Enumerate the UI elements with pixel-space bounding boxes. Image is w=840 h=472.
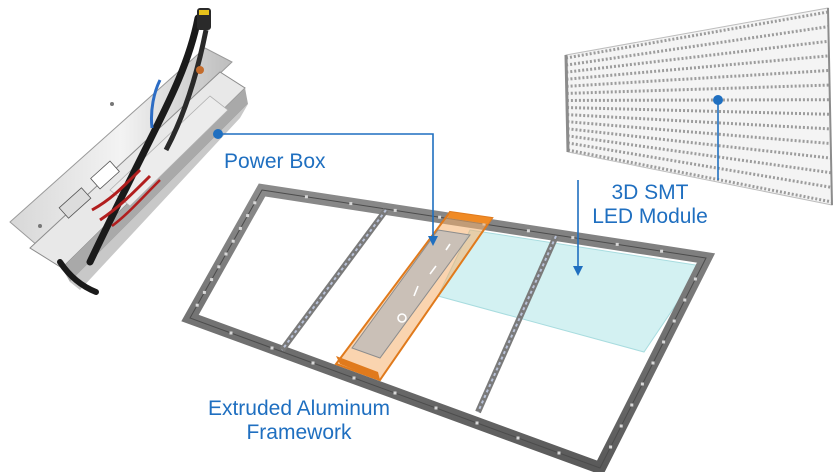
frame-rivet [270, 346, 274, 350]
frame-rivet [662, 340, 666, 344]
frame-rivet [526, 229, 530, 233]
frame-rivet [195, 303, 199, 307]
led-strip [567, 127, 832, 160]
led-strip [566, 39, 829, 74]
frame-rivet [557, 451, 561, 455]
led-strip [567, 134, 832, 175]
led-strip [567, 148, 833, 204]
frame-rivet [352, 376, 356, 380]
power-box-callout [213, 129, 438, 246]
power-box-arrow-icon [428, 236, 438, 246]
frame-rivet [475, 421, 479, 425]
led-module-label: 3D SMT LED Module [588, 181, 712, 229]
frame-rivet [210, 278, 214, 282]
frame-rivet [615, 242, 619, 246]
power-box-icon [9, 8, 248, 295]
led-module-arrow-icon [573, 266, 583, 276]
frame-rivet [393, 208, 397, 212]
framework-label: Extruded Aluminum Framework [188, 397, 410, 445]
led-strip [567, 120, 831, 146]
aluminum-frame-icon [181, 183, 716, 472]
led-module-label-line2: LED Module [592, 205, 708, 228]
frame-rivet [516, 436, 520, 440]
frame-rivet [311, 361, 315, 365]
frame-rivet [438, 215, 442, 219]
led-strip [567, 141, 832, 189]
led-strip [565, 25, 829, 67]
frame-rivet [672, 319, 676, 323]
frame-rivet [253, 201, 257, 205]
frame-rivet [231, 239, 235, 243]
frame-rivet [651, 361, 655, 365]
led-module-icon [564, 7, 833, 206]
led-module-callout [573, 95, 723, 276]
frame-rivet [349, 202, 353, 206]
frame-rivet [393, 391, 397, 395]
frame-rivet [640, 382, 644, 386]
frame-rivet [434, 406, 438, 410]
frame-rivet [571, 236, 575, 240]
frame-rivet [304, 195, 308, 199]
framework-label-line1: Extruded Aluminum [207, 397, 391, 420]
frame-rivet [630, 403, 634, 407]
framework-label-line2: Framework [246, 421, 352, 444]
frame-rivet [660, 249, 664, 253]
frame-rivet [619, 424, 623, 428]
frame-rivet [238, 226, 242, 230]
frame-rivet [693, 277, 697, 281]
frame-rivet [609, 445, 613, 449]
frame-rivet [217, 265, 221, 269]
led-strip [565, 10, 829, 60]
frame-rivet [246, 214, 250, 218]
frame-rivet [683, 298, 687, 302]
frame-rivet [224, 252, 228, 256]
led-module-label-line1: 3D SMT [611, 181, 689, 204]
frame-rivet [202, 290, 206, 294]
frame-rivet [229, 331, 233, 335]
power-box-label: Power Box [224, 150, 326, 173]
